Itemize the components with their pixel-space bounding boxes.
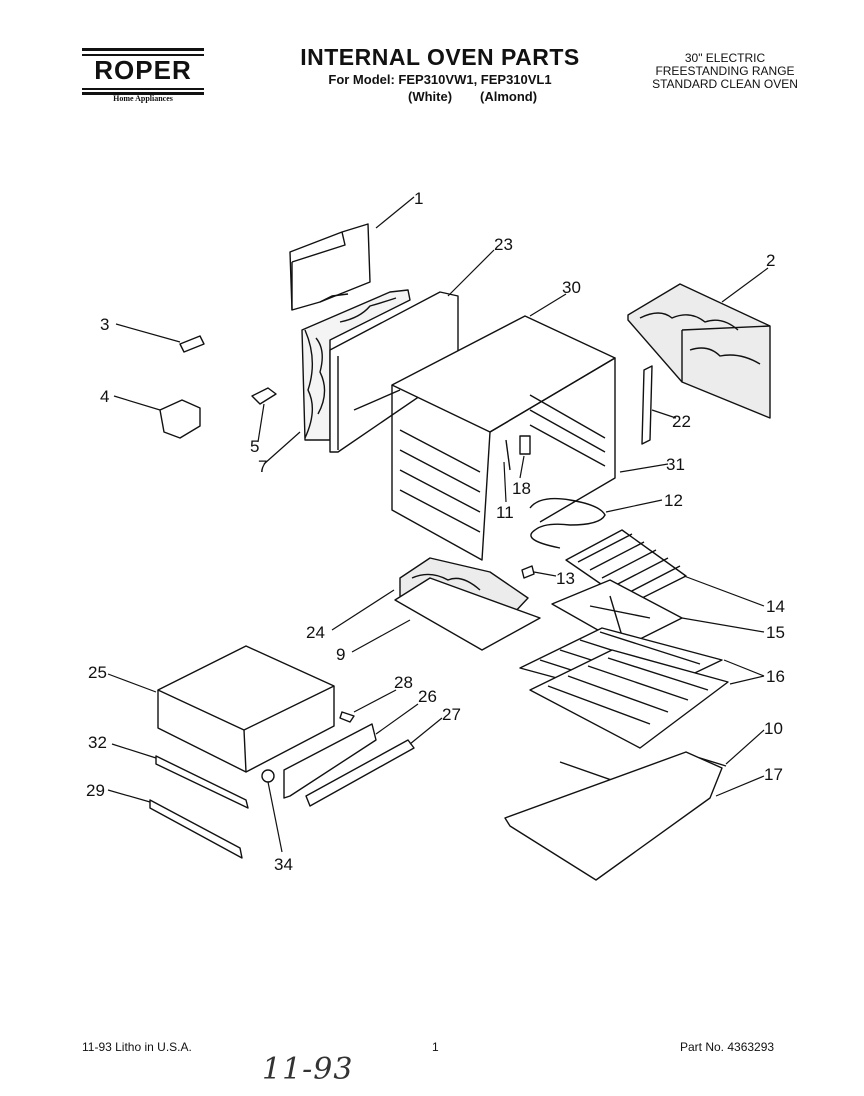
part-9-bottom-plate: [394, 577, 541, 651]
brand-name: ROPER: [94, 55, 192, 85]
callout-15: 15: [766, 623, 785, 642]
part-1-panel: [289, 223, 371, 311]
callout-32: 32: [88, 733, 107, 752]
callout-14: 14: [766, 597, 785, 616]
description-line-1: 30" ELECTRIC: [684, 51, 766, 65]
callout-30: 30: [562, 278, 581, 297]
litho-note: 11-93 Litho in U.S.A.: [82, 1040, 192, 1054]
part-26-drawer-front: [283, 723, 377, 799]
callout-25: 25: [88, 663, 107, 682]
part-32-slide: [155, 755, 249, 809]
callout-27: 27: [442, 705, 461, 724]
page-number: 1: [432, 1040, 439, 1054]
part-11-screw: [505, 439, 511, 471]
part-12-element: [529, 497, 606, 549]
part-28-screw: [339, 711, 355, 723]
part-18-sensor: [519, 435, 531, 455]
leader-lines: [107, 196, 769, 853]
part-3-clip: [179, 335, 205, 353]
callout-4: 4: [100, 387, 109, 406]
part-13-clip: [521, 565, 535, 579]
callout-18: 18: [512, 479, 531, 498]
part-5-clip: [251, 387, 277, 405]
part-17-tray: [504, 751, 723, 881]
callout-24: 24: [306, 623, 325, 642]
callout-10: 10: [764, 719, 783, 738]
callout-34: 34: [274, 855, 293, 874]
callout-23: 23: [494, 235, 513, 254]
callout-26: 26: [418, 687, 437, 706]
part-30-oven-cavity: [391, 315, 616, 561]
part-number: Part No. 4363293: [680, 1040, 775, 1054]
callout-1: 1: [414, 189, 423, 208]
logo-stripes: [82, 48, 204, 95]
model-line: For Model: FEP310VW1, FEP310VL1: [328, 72, 552, 87]
part-34-knob: [261, 769, 275, 783]
callout-5: 5: [250, 437, 259, 456]
callout-7: 7: [258, 457, 267, 476]
part-7-insulation-frame: [301, 289, 411, 441]
part-2-insulation-blanket: [627, 283, 771, 419]
callout-2: 2: [766, 251, 775, 270]
callout-13: 13: [556, 569, 575, 588]
callout-16: 16: [766, 667, 785, 686]
roper-logo: [82, 48, 204, 108]
part-16-racks: [519, 627, 729, 749]
callout-17: 17: [764, 765, 783, 784]
description-line-2: FREESTANDING RANGE: [655, 64, 795, 78]
callout-22: 22: [672, 412, 691, 431]
variant-white: (White): [408, 89, 453, 104]
callout-3: 3: [100, 315, 109, 334]
callout-28: 28: [394, 673, 413, 692]
callout-11: 11: [496, 503, 514, 522]
variant-almond: (Almond): [480, 89, 538, 104]
part-29-slide: [149, 799, 243, 859]
page-title: INTERNAL OVEN PARTS: [300, 44, 580, 70]
part-25-drawer: [157, 645, 335, 773]
callout-12: 12: [664, 491, 683, 510]
part-22-rail: [641, 365, 653, 445]
callout-9: 9: [336, 645, 345, 664]
callout-labels: 1 23 30 2 3 4 5 7 22 31 18 11 12 13 14 1…: [86, 189, 785, 874]
part-4-bracket: [159, 399, 201, 439]
brand-tagline: Home Appliances: [113, 94, 173, 103]
description-line-3: STANDARD CLEAN OVEN: [652, 77, 798, 91]
callout-29: 29: [86, 781, 105, 800]
handwritten-date: 11-93: [262, 1052, 354, 1087]
part-27-trim: [305, 739, 415, 807]
callout-31: 31: [666, 455, 685, 474]
